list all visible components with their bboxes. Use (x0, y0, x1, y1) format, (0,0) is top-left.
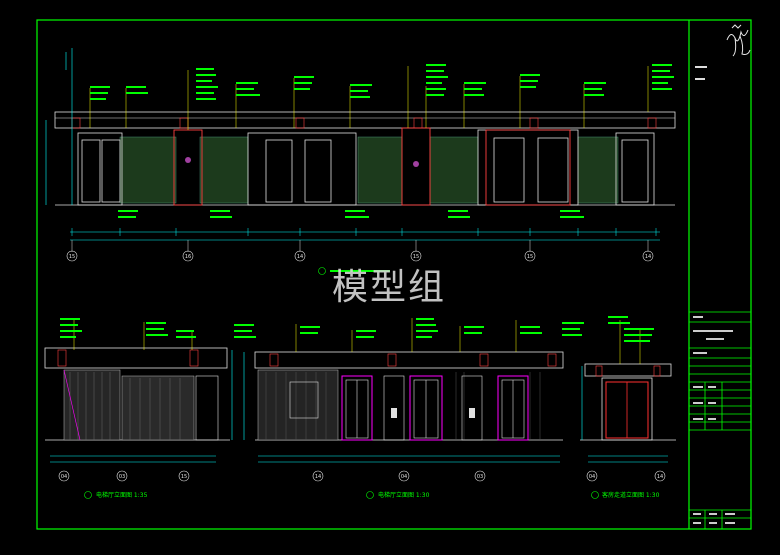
axis-bubble (586, 470, 598, 482)
elevation-title-1: 电梯厅立面图 1:35 (96, 491, 148, 499)
axis-label: 15 (181, 474, 187, 480)
title-block (689, 311, 751, 529)
section-marker (318, 267, 326, 275)
axis-label: 14 (657, 474, 663, 480)
axis-label: 03 (477, 474, 483, 480)
axis-bubble (524, 250, 536, 262)
axis-bubble (410, 250, 422, 262)
elevation-marker-3 (591, 491, 599, 499)
axis-label: 04 (401, 474, 407, 480)
axis-bubble (474, 470, 486, 482)
axis-label: 03 (119, 474, 125, 480)
axis-bubble (116, 470, 128, 482)
axis-label: 14 (315, 474, 321, 480)
axis-label: 14 (297, 254, 303, 260)
bottom-right-elevation (562, 316, 676, 463)
elevation-marker-1 (84, 491, 92, 499)
axis-label: 15 (413, 254, 419, 260)
axis-bubble (642, 250, 654, 262)
axis-bubble (58, 470, 70, 482)
axis-label: 16 (185, 254, 191, 260)
bottom-left-axis-markers: 04 03 15 (58, 470, 190, 482)
axis-bubble (294, 250, 306, 262)
bottom-middle-axis-markers: 14 04 03 (312, 470, 486, 482)
top-elevation (45, 48, 676, 252)
axis-label: 15 (527, 254, 533, 260)
sheet-border (36, 19, 752, 530)
axis-label: 15 (69, 254, 75, 260)
axis-bubble (178, 470, 190, 482)
axis-bubble (182, 250, 194, 262)
watermark-text: 模型组 (332, 267, 447, 308)
axis-label: 04 (589, 474, 595, 480)
axis-label: 14 (645, 254, 651, 260)
axis-bubble (654, 470, 666, 482)
top-axis-markers: 15 16 14 15 15 14 (66, 250, 654, 262)
signature-logo-icon (726, 24, 751, 57)
bottom-right-axis-markers: 04 14 (586, 470, 666, 482)
axis-bubble (398, 470, 410, 482)
axis-bubble (312, 470, 324, 482)
elevation-marker-2 (366, 491, 374, 499)
axis-bubble (66, 250, 78, 262)
bottom-left-elevation (44, 318, 233, 463)
bottom-middle-elevation (234, 318, 564, 463)
elevation-title-2: 电梯厅立面图 1:30 (378, 491, 430, 499)
axis-label: 04 (61, 474, 67, 480)
elevation-title-3: 客房走道立面图 1:30 (602, 491, 660, 499)
